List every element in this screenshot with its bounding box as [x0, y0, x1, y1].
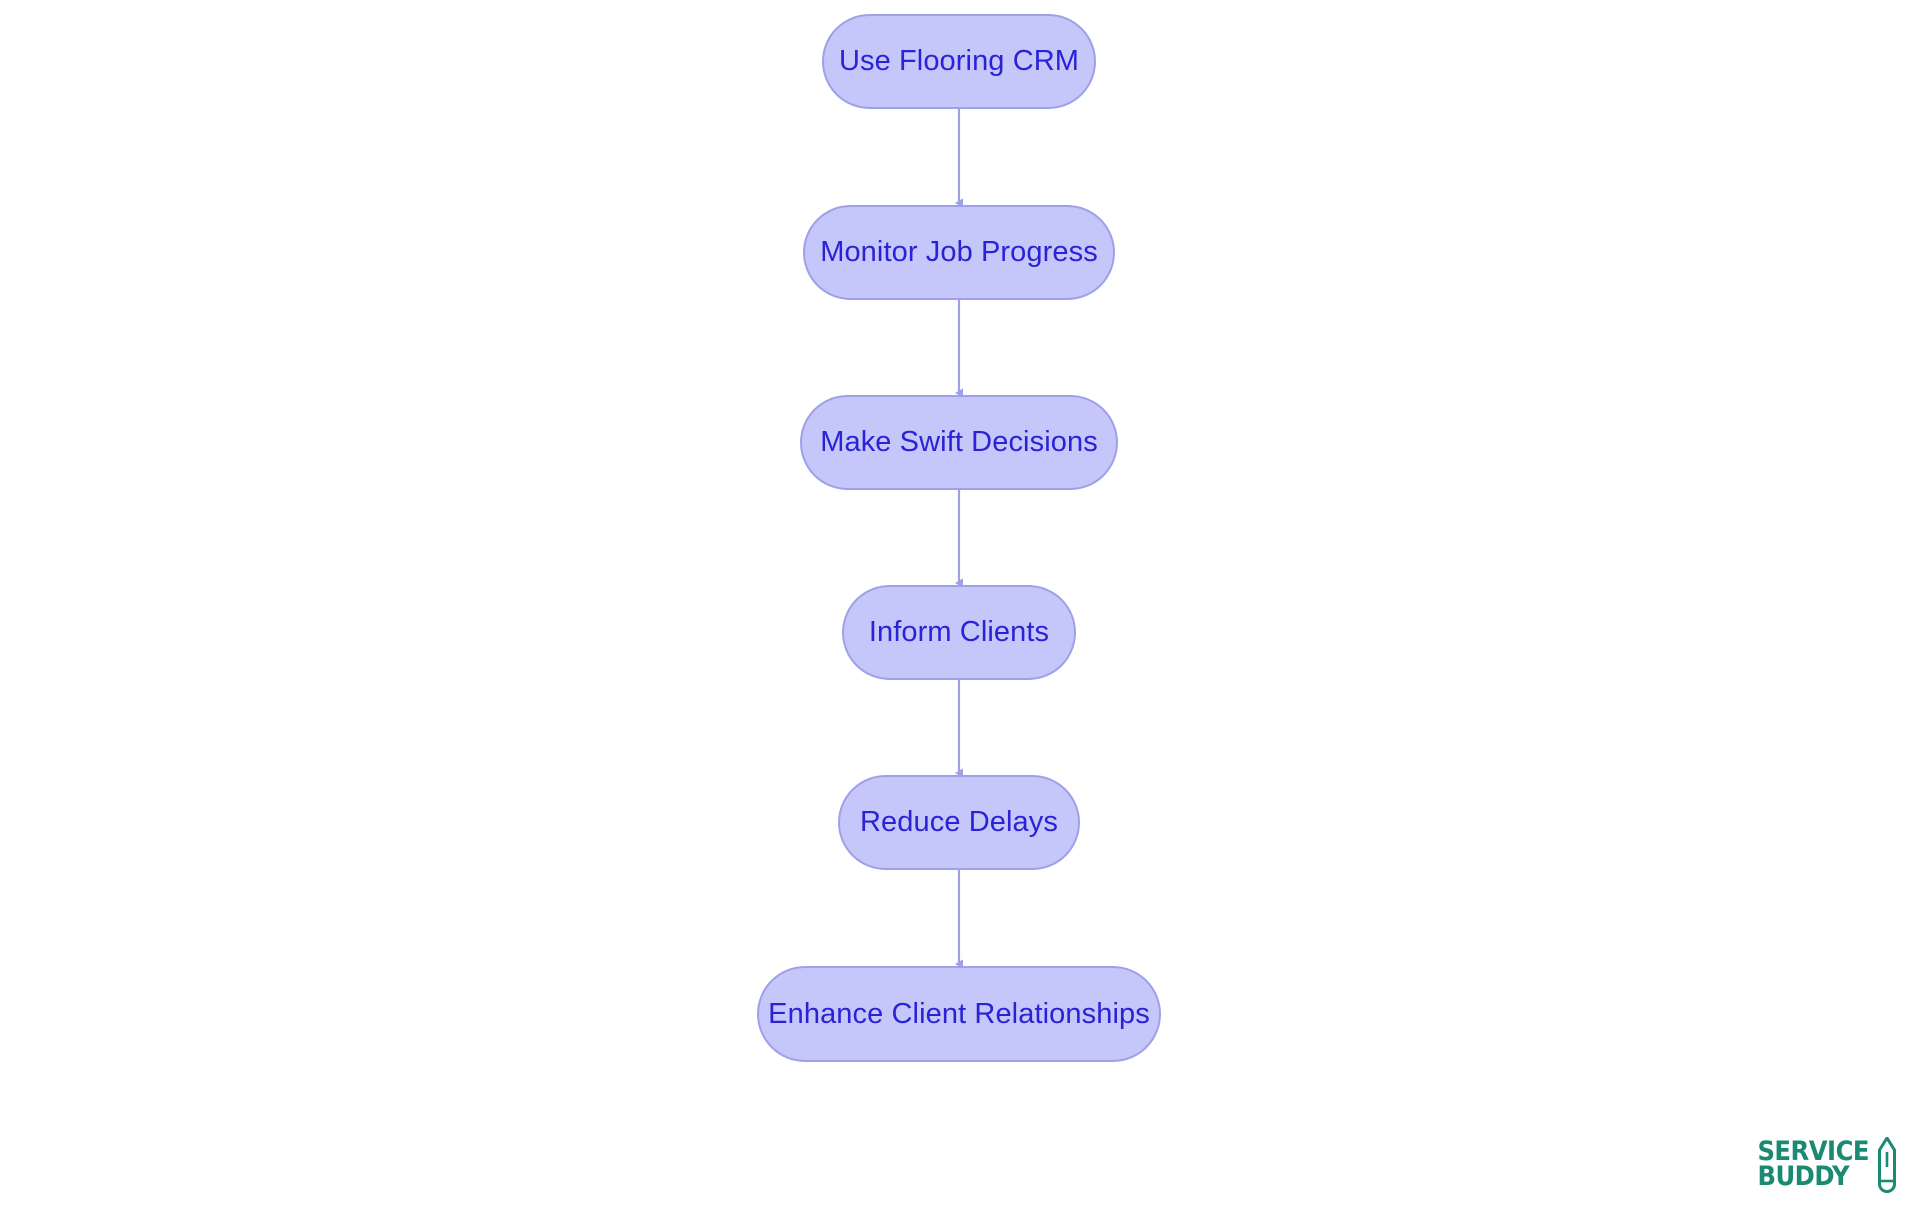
flow-node-label: Make Swift Decisions: [820, 426, 1098, 458]
service-buddy-logo: SERVICE BUDDY: [1757, 1137, 1898, 1193]
pencil-icon: [1878, 1137, 1896, 1193]
flow-node-label: Inform Clients: [868, 616, 1050, 648]
flow-node-label: Enhance Client Relationships: [768, 997, 1150, 1030]
flow-node-n2[interactable]: Monitor Job Progress: [803, 205, 1115, 300]
logo-line-1: SERVICE: [1757, 1136, 1869, 1168]
flow-node-n3[interactable]: Make Swift Decisions: [800, 395, 1118, 490]
flow-node-n5[interactable]: Reduce Delays: [838, 775, 1080, 870]
flow-node-label: Use Flooring CRM: [838, 45, 1080, 77]
logo-wordmark: SERVICE BUDDY: [1757, 1136, 1869, 1192]
flow-node-label: Monitor Job Progress: [820, 236, 1098, 268]
flow-node-n6[interactable]: Enhance Client Relationships: [757, 966, 1161, 1062]
flow-node-n4[interactable]: Inform Clients: [842, 585, 1076, 680]
logo-line-2: BUDDY: [1757, 1161, 1850, 1192]
flow-node-label: Reduce Delays: [860, 806, 1058, 838]
flow-node-n1[interactable]: Use Flooring CRM: [822, 14, 1096, 109]
